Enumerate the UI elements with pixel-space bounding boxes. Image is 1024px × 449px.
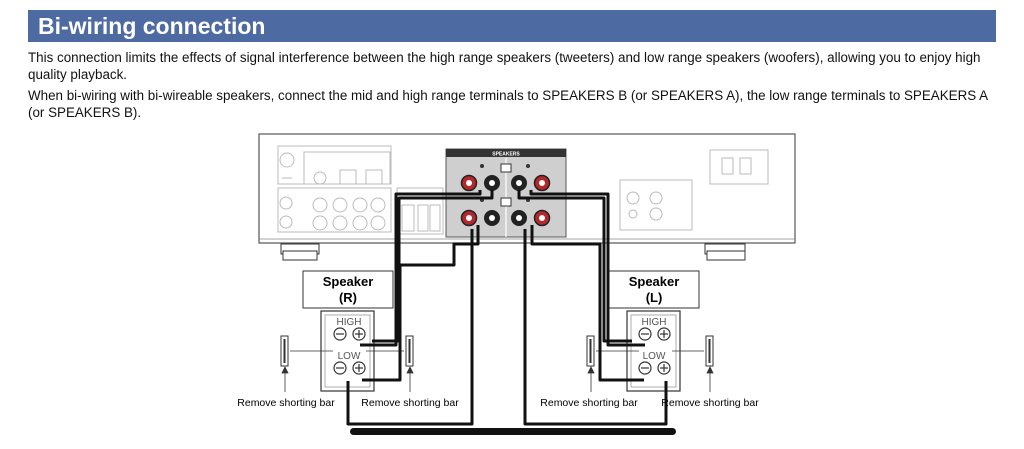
speaker-cables [346,190,676,435]
remove-bar-label-2: Remove shorting bar [361,397,459,409]
remove-bar-label-3: Remove shorting bar [540,397,638,409]
section-title: Bi-wiring connection [38,13,266,39]
instruction-paragraph: When bi-wiring with bi-wireable speakers… [28,88,988,120]
speakers-panel-label: SPEAKERS [492,152,520,158]
speaker-r-channel: (R) [339,290,357,305]
speaker-l-box: Speaker (L) [608,270,700,309]
shorting-bars [280,335,714,392]
speaker-r-box: Speaker (R) [302,270,394,309]
amplifier-rear-panel: SPEAKERS [258,133,796,261]
speaker-r-title: Speaker [323,274,374,289]
speaker-l-channel: (L) [646,290,663,305]
speaker-l-title: Speaker [629,274,680,289]
speaker-l-high-label: HIGH [642,317,667,328]
speaker-l-low-label: LOW [643,351,666,362]
section-header: Bi-wiring connection [28,10,996,42]
intro-paragraph: This connection limits the effects of si… [28,50,981,82]
speaker-r-low-label: LOW [338,351,361,362]
speaker-r-high-label: HIGH [337,317,362,328]
remove-bar-label-1: Remove shorting bar [237,397,335,409]
remove-bar-label-4: Remove shorting bar [661,397,759,409]
